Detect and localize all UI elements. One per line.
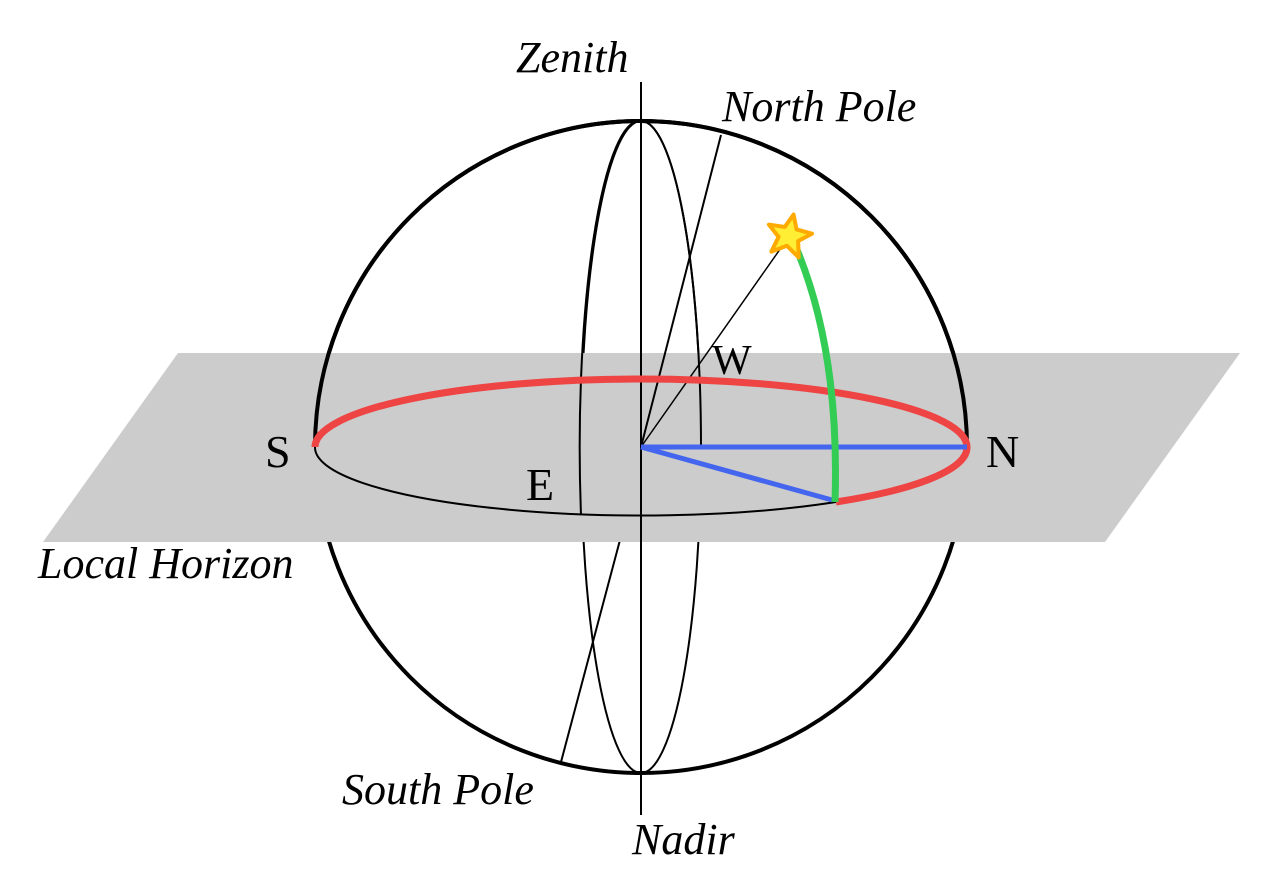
- east-label: E: [526, 459, 554, 510]
- star-direction-line: [640, 244, 784, 448]
- local-horizon-label: Local Horizon: [37, 539, 293, 588]
- north-pole-label: North Pole: [721, 82, 916, 131]
- meridian-front-arc: [640, 120, 702, 448]
- horizon-circle-back: [311, 375, 971, 448]
- polar-axis-upper: [640, 134, 722, 448]
- nadir-label: Nadir: [631, 815, 736, 864]
- horizon-circle-front: [313, 446, 837, 517]
- meridian-back-arc: [578, 119, 642, 516]
- south-label: S: [265, 426, 291, 477]
- zenith-label: Zenith: [516, 33, 628, 82]
- star-icon: [766, 212, 814, 260]
- north-label: N: [986, 426, 1019, 477]
- polar-axis-lower: [560, 539, 621, 763]
- west-label: W: [712, 338, 752, 384]
- south-pole-label: South Pole: [342, 765, 534, 814]
- horizon-arc-azimuth: [835, 446, 971, 506]
- azimuth-direction-line: [640, 444, 833, 503]
- altitude-arc: [791, 243, 839, 503]
